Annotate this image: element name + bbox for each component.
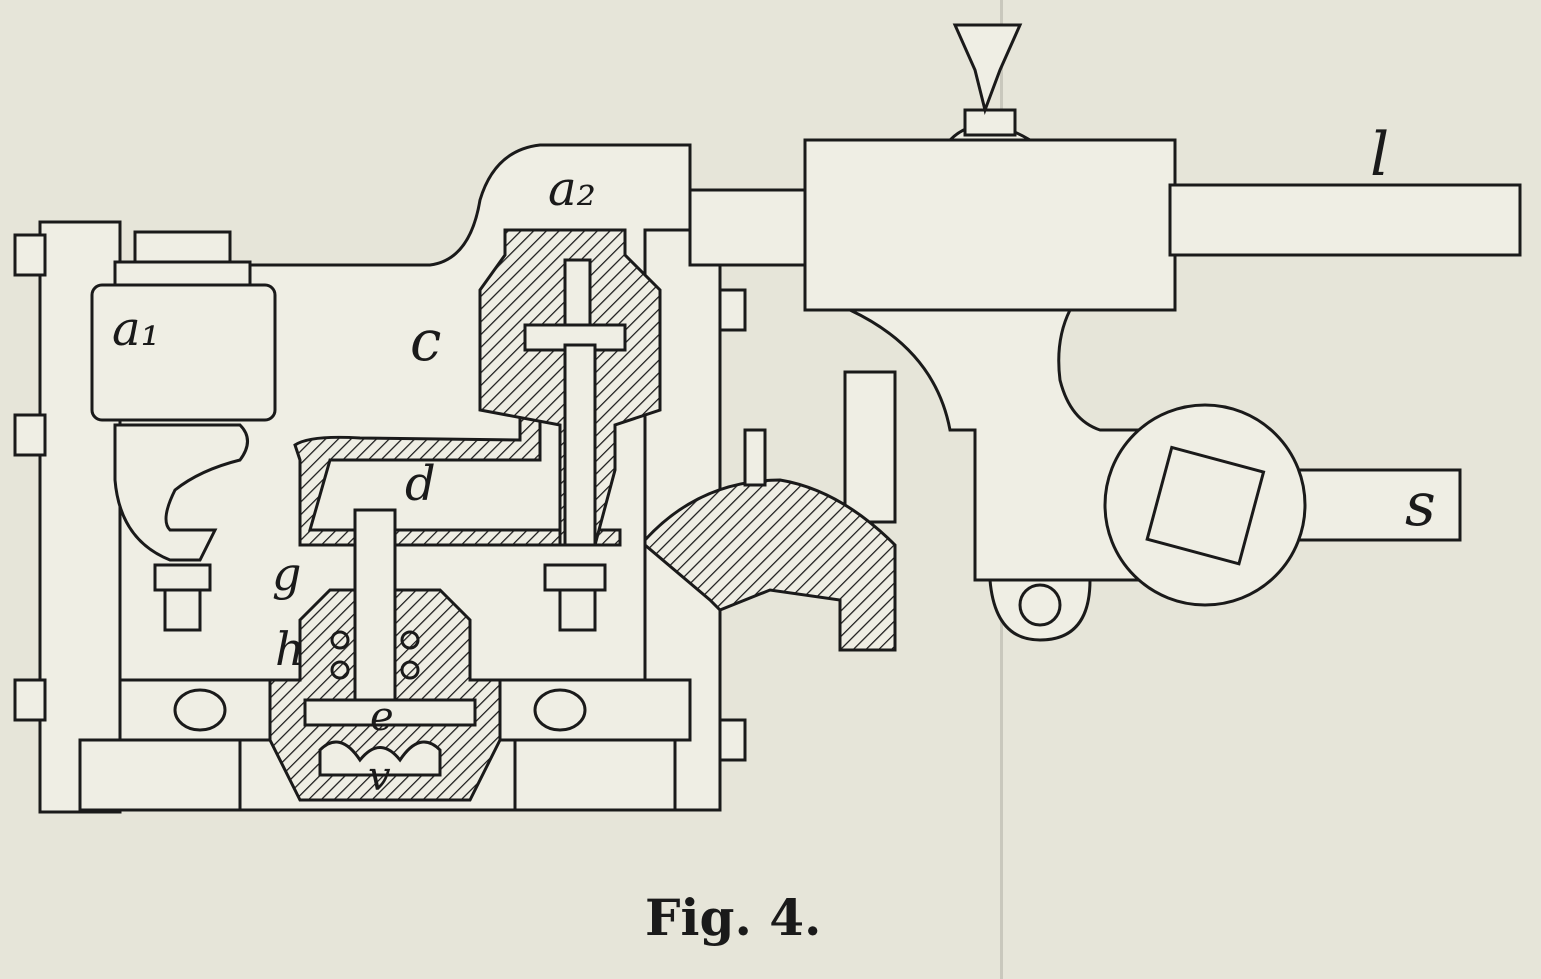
valve-a2 (478, 228, 662, 632)
pump-plunger-assembly (173, 508, 587, 802)
label-l: l (1370, 120, 1389, 190)
rod-l (688, 23, 1522, 312)
label-s: s (1405, 470, 1436, 540)
oil-cup-a1 (90, 230, 277, 632)
label-a1: a₁ (112, 301, 160, 357)
label-d: d (405, 456, 436, 512)
label-g: g (272, 547, 301, 601)
figure-caption: Fig. 4. (645, 888, 821, 947)
label-v: v (368, 754, 391, 800)
label-c: c (410, 309, 441, 374)
label-e: e (370, 694, 394, 740)
eccentric-s (643, 308, 1462, 652)
label-h: h (275, 622, 305, 676)
label-a2: a₂ (548, 161, 596, 217)
